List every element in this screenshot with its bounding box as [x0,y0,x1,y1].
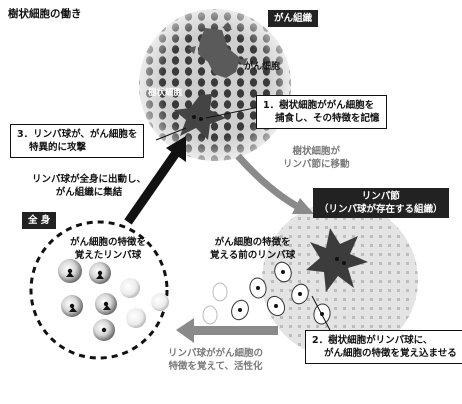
trained-lymphocyte-label: がん細胞の特徴を 覚えたリンパ球 [70,236,146,262]
step1-line2: 捕食し、その特徴を記憶 [275,113,380,124]
page-title: 樹状細胞の働き [8,8,82,20]
naive-lymphocyte-line1: がん細胞の特徴を [214,237,291,248]
step3-line1: 3．リンパ球が、がん細胞を [17,129,138,140]
move-to-lymph-line1: 樹状細胞が [292,146,341,157]
mobilize-line2: がん組織に集結 [55,187,123,198]
naive-lymphocyte-label: がん細胞の特徴を 覚える前のリンパ球 [210,236,295,262]
cancer-tissue-tag: がん組織 [268,10,319,27]
arrow-to-cancer-tissue [124,147,182,225]
step2-line1: 2．樹状細胞がリンパ球に、 [312,335,433,346]
cancer-cell-mass [198,28,240,78]
step1-line1: 1．樹状細胞ががん細胞を [263,100,375,111]
cancer-cell-label: がん細胞 [244,62,281,72]
move-to-lymph-label: 樹状細胞が リンパ節に移動 [283,145,350,171]
naive-lymphocyte-line2: 覚える前のリンパ球 [210,250,296,261]
lymph-node-circle [202,202,418,358]
dendritic-cell-label: 樹状細胞 [148,88,183,98]
arrow-to-lymph-node [235,153,302,212]
arrow-to-whole-body [186,326,278,335]
step2-line2: がん細胞の特徴を覚え込ませる [324,348,457,359]
step2-box: 2．樹状細胞がリンパ球に、 がん細胞の特徴を覚え込ませる [305,330,462,364]
activation-line1: リンパ球ががん細胞の [168,348,264,359]
step3-line2: 特異的に攻撃 [29,142,87,153]
step1-box: 1．樹状細胞ががん細胞を 捕食し、その特徴を記憶 [256,95,387,129]
dendritic-cell-in-tissue [174,94,226,140]
whole-body-tag: 全 身 [22,212,57,229]
activation-line2: 特徴を覚えて、活性化 [168,361,263,372]
mobilize-line1: リンパ球が全身に出動し、 [32,174,147,185]
whole-body-circle [29,220,169,360]
move-to-lymph-line2: リンパ節に移動 [283,159,350,170]
mobilize-label: リンパ球が全身に出動し、 がん組織に集結 [32,173,146,199]
lymph-node-tag: リンパ節 （リンパ球が存在する組織） [313,188,449,218]
activation-label: リンパ球ががん細胞の 特徴を覚えて、活性化 [168,347,263,373]
step3-box: 3．リンパ球が、がん細胞を 特異的に攻撃 [10,124,145,158]
lymph-node-tag-line2: （リンパ球が存在する組織） [319,204,443,215]
trained-lymphocyte-line1: がん細胞の特徴を [70,237,147,248]
cancer-tissue-circle [139,9,291,161]
trained-lymphocyte-line2: 覚えたリンパ球 [74,250,142,261]
lymph-node-tag-line1: リンパ節 [361,191,400,202]
